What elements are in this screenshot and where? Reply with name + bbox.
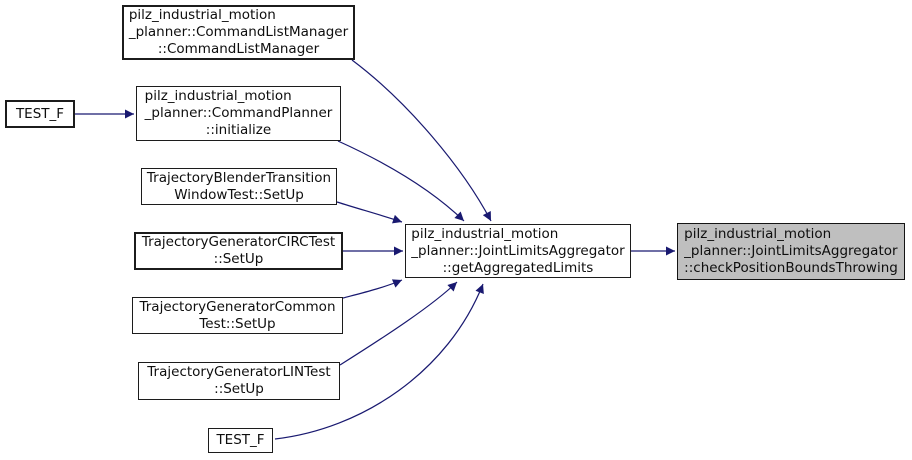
node-test-f-bottom[interactable]: TEST_F xyxy=(208,428,273,453)
node-test-f-top[interactable]: TEST_F xyxy=(5,100,75,128)
node-label-line: Test::SetUp xyxy=(199,315,276,332)
node-label-line: WindowTest::SetUp xyxy=(174,186,304,203)
edge-commontest-to-getaggregatedlimits xyxy=(342,279,403,299)
node-trajectory-generator-circ-test-setup[interactable]: TrajectoryGeneratorCIRCTest ::SetUp xyxy=(134,232,343,270)
edge-initialize-to-getaggregatedlimits xyxy=(337,140,465,222)
node-check-position-bounds-throwing: pilz_industrial_motion _planner::JointLi… xyxy=(677,223,905,280)
node-label-line: pilz_industrial_motion xyxy=(684,226,832,242)
node-label-line: ::checkPositionBoundsThrowing xyxy=(684,260,898,276)
node-label-line: ::SetUp xyxy=(214,381,264,397)
node-get-aggregated-limits[interactable]: pilz_industrial_motion _planner::JointLi… xyxy=(405,224,631,278)
edge-testf-bottom-to-getaggregatedlimits xyxy=(274,283,484,440)
node-label-line: _planner::CommandPlanner xyxy=(144,105,333,121)
node-label-line: TrajectoryGeneratorLINTest xyxy=(147,364,331,380)
node-label-line: pilz_industrial_motion xyxy=(411,225,559,242)
node-command-planner-initialize[interactable]: pilz_industrial_motion _planner::Command… xyxy=(136,86,341,141)
node-label-line: TEST_F xyxy=(216,432,265,448)
node-label-line: TrajectoryGeneratorCIRCTest xyxy=(141,234,336,250)
node-label-line: _planner::JointLimitsAggregator xyxy=(684,243,898,259)
node-label-line: TrajectoryGeneratorCommon xyxy=(139,298,336,315)
node-label-line: _planner::CommandListManager xyxy=(128,24,349,40)
node-label-line: ::SetUp xyxy=(213,251,264,267)
node-label-line: pilz_industrial_motion xyxy=(144,88,292,104)
node-trajectory-blender-transition-window-test-setup[interactable]: TrajectoryBlenderTransition WindowTest::… xyxy=(141,168,337,205)
node-command-list-manager[interactable]: pilz_industrial_motion _planner::Command… xyxy=(122,5,355,60)
node-label-line: pilz_industrial_motion xyxy=(128,7,276,23)
node-label-line: _planner::JointLimitsAggregator xyxy=(411,242,625,259)
node-label-line: ::CommandListManager xyxy=(157,41,320,57)
node-label-line: ::initialize xyxy=(205,122,272,138)
edge-commandlistmanager-to-getaggregatedlimits xyxy=(351,59,492,222)
node-trajectory-generator-common-test-setup[interactable]: TrajectoryGeneratorCommon Test::SetUp xyxy=(132,297,343,334)
node-label-line: TEST_F xyxy=(15,105,65,122)
node-trajectory-generator-lin-test-setup[interactable]: TrajectoryGeneratorLINTest ::SetUp xyxy=(138,362,340,400)
edge-lintest-to-getaggregatedlimits xyxy=(339,281,458,366)
node-label-line: ::getAggregatedLimits xyxy=(442,259,594,276)
edge-blendertransition-to-getaggregatedlimits xyxy=(336,201,403,224)
node-label-line: TrajectoryBlenderTransition xyxy=(146,169,332,186)
